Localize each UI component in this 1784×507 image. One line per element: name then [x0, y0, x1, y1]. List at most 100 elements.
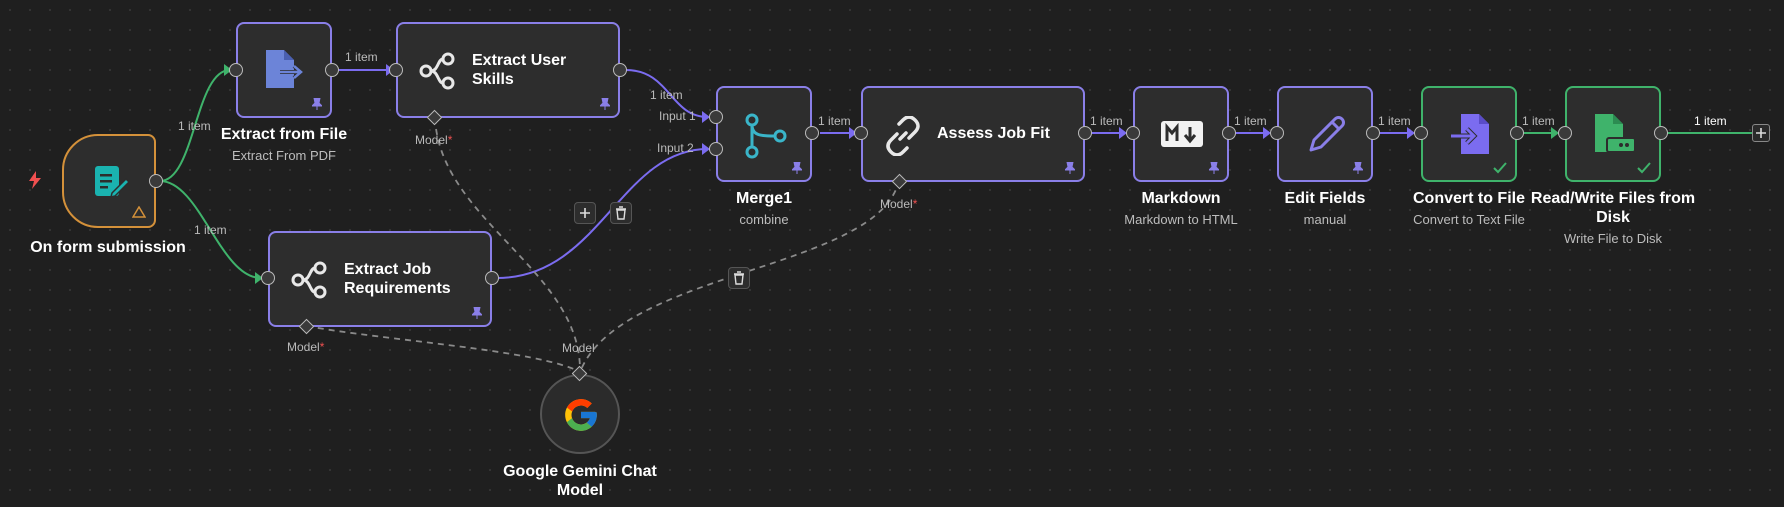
form-edit-icon — [95, 166, 130, 199]
link-icon — [886, 116, 920, 156]
node-title: Extract User Skills — [472, 52, 567, 88]
node-markdown[interactable] — [1133, 86, 1229, 182]
label-merge: Merge1 combine — [674, 189, 854, 227]
model-label-text: Model — [287, 340, 320, 354]
input-1-label: Input 1 — [659, 109, 696, 123]
model-label-text: Model — [880, 197, 913, 211]
edge-skills-to-merge[interactable] — [625, 69, 709, 118]
add-node-button[interactable] — [1752, 124, 1770, 142]
plus-icon — [580, 208, 590, 218]
merge-icon — [745, 113, 787, 159]
success-check-icon — [1637, 162, 1651, 174]
label-write-file: Read/Write Files from Disk Write File to… — [1528, 189, 1698, 246]
node-form-trigger[interactable] — [62, 134, 156, 228]
edge-trigger-to-extract-file[interactable] — [159, 69, 231, 182]
output-port[interactable] — [1366, 126, 1380, 140]
node-title: Merge1 — [735, 190, 793, 207]
pin-icon — [600, 98, 610, 110]
input-port[interactable] — [389, 63, 403, 77]
pin-icon — [1065, 162, 1075, 174]
item-count-label: 1 item — [1234, 114, 1267, 128]
node-title: Convert to File — [1412, 190, 1525, 207]
edge-delete-button[interactable] — [610, 202, 632, 224]
trigger-bolt-icon — [29, 171, 41, 189]
input-port[interactable] — [854, 126, 868, 140]
trash-icon — [734, 271, 744, 285]
output-port[interactable] — [1654, 126, 1668, 140]
node-assess-job-fit[interactable]: Assess Job Fit — [861, 86, 1085, 182]
node-edit-fields[interactable] — [1277, 86, 1373, 182]
edge-job-to-merge[interactable] — [496, 148, 709, 279]
node-write-file[interactable] — [1565, 86, 1661, 182]
file-import-icon — [1451, 114, 1489, 154]
label-gemini-model: Google Gemini Chat Model — [480, 462, 680, 500]
edge-model-job[interactable] — [306, 325, 581, 373]
node-title: Markdown — [1141, 190, 1221, 207]
node-title: Google Gemini Chat Model — [503, 463, 657, 499]
model-output-label: Model — [562, 341, 595, 355]
pencil-icon — [1309, 116, 1345, 152]
pin-icon — [1353, 162, 1363, 174]
item-count-label: 1 item — [1090, 114, 1123, 128]
label-convert-to-file: Convert to File Convert to Text File — [1379, 189, 1559, 227]
output-port[interactable] — [485, 271, 499, 285]
output-port[interactable] — [1078, 126, 1092, 140]
edge-model-assess[interactable] — [579, 179, 900, 373]
success-check-icon — [1493, 162, 1507, 174]
warning-icon — [132, 206, 146, 218]
node-title: On form submission — [30, 239, 186, 256]
item-count-label: 1 item — [345, 50, 378, 64]
share-nodes-icon — [419, 52, 455, 90]
item-count-label: 1 item — [1694, 114, 1727, 128]
node-subtitle: manual — [1303, 212, 1347, 227]
google-icon — [565, 399, 597, 431]
model-port-label: Model* — [880, 197, 917, 211]
node-title: Edit Fields — [1284, 190, 1366, 207]
output-port[interactable] — [613, 63, 627, 77]
node-title: Extract Job Requirements — [344, 261, 451, 297]
trash-icon — [616, 206, 626, 220]
label-form-trigger: On form submission — [18, 238, 198, 257]
input-port-2[interactable] — [709, 142, 723, 156]
output-port[interactable] — [1510, 126, 1524, 140]
node-extract-job[interactable]: Extract Job Requirements — [268, 231, 492, 327]
plus-icon — [1756, 128, 1766, 138]
input-port[interactable] — [1270, 126, 1284, 140]
node-title: Read/Write Files from Disk — [1530, 190, 1696, 226]
input-port[interactable] — [229, 63, 243, 77]
item-count-label: 1 item — [178, 119, 211, 133]
node-extract-skills[interactable]: Extract User Skills — [396, 22, 620, 118]
label-edit-fields: Edit Fields manual — [1235, 189, 1415, 227]
input-port[interactable] — [1558, 126, 1572, 140]
input-2-label: Input 2 — [657, 141, 694, 155]
file-export-icon — [266, 50, 305, 88]
output-port[interactable] — [149, 174, 163, 188]
input-port[interactable] — [1126, 126, 1140, 140]
markdown-icon — [1161, 121, 1203, 147]
node-convert-to-file[interactable] — [1421, 86, 1517, 182]
pin-icon — [472, 307, 482, 319]
edge-add-button[interactable] — [574, 202, 596, 224]
node-title: Extract from File — [220, 126, 348, 143]
node-extract-file[interactable] — [236, 22, 332, 118]
node-merge[interactable] — [716, 86, 812, 182]
input-port[interactable] — [261, 271, 275, 285]
model-label-text: Model — [415, 133, 448, 147]
node-gemini-model[interactable] — [540, 374, 620, 454]
item-count-label: 1 item — [650, 88, 683, 102]
edge-delete-button[interactable] — [728, 267, 750, 289]
edge-trigger-to-extract-job[interactable] — [159, 180, 262, 279]
output-port[interactable] — [805, 126, 819, 140]
item-count-label: 1 item — [1522, 114, 1555, 128]
node-subtitle: Write File to Disk — [1564, 231, 1662, 246]
node-subtitle: Markdown to HTML — [1124, 212, 1238, 227]
output-port[interactable] — [1222, 126, 1236, 140]
output-port[interactable] — [325, 63, 339, 77]
model-port-label: Model* — [415, 133, 452, 147]
edge-model-skills[interactable] — [434, 117, 581, 371]
input-port-1[interactable] — [709, 110, 723, 124]
model-port-label: Model* — [287, 340, 324, 354]
input-port[interactable] — [1414, 126, 1428, 140]
